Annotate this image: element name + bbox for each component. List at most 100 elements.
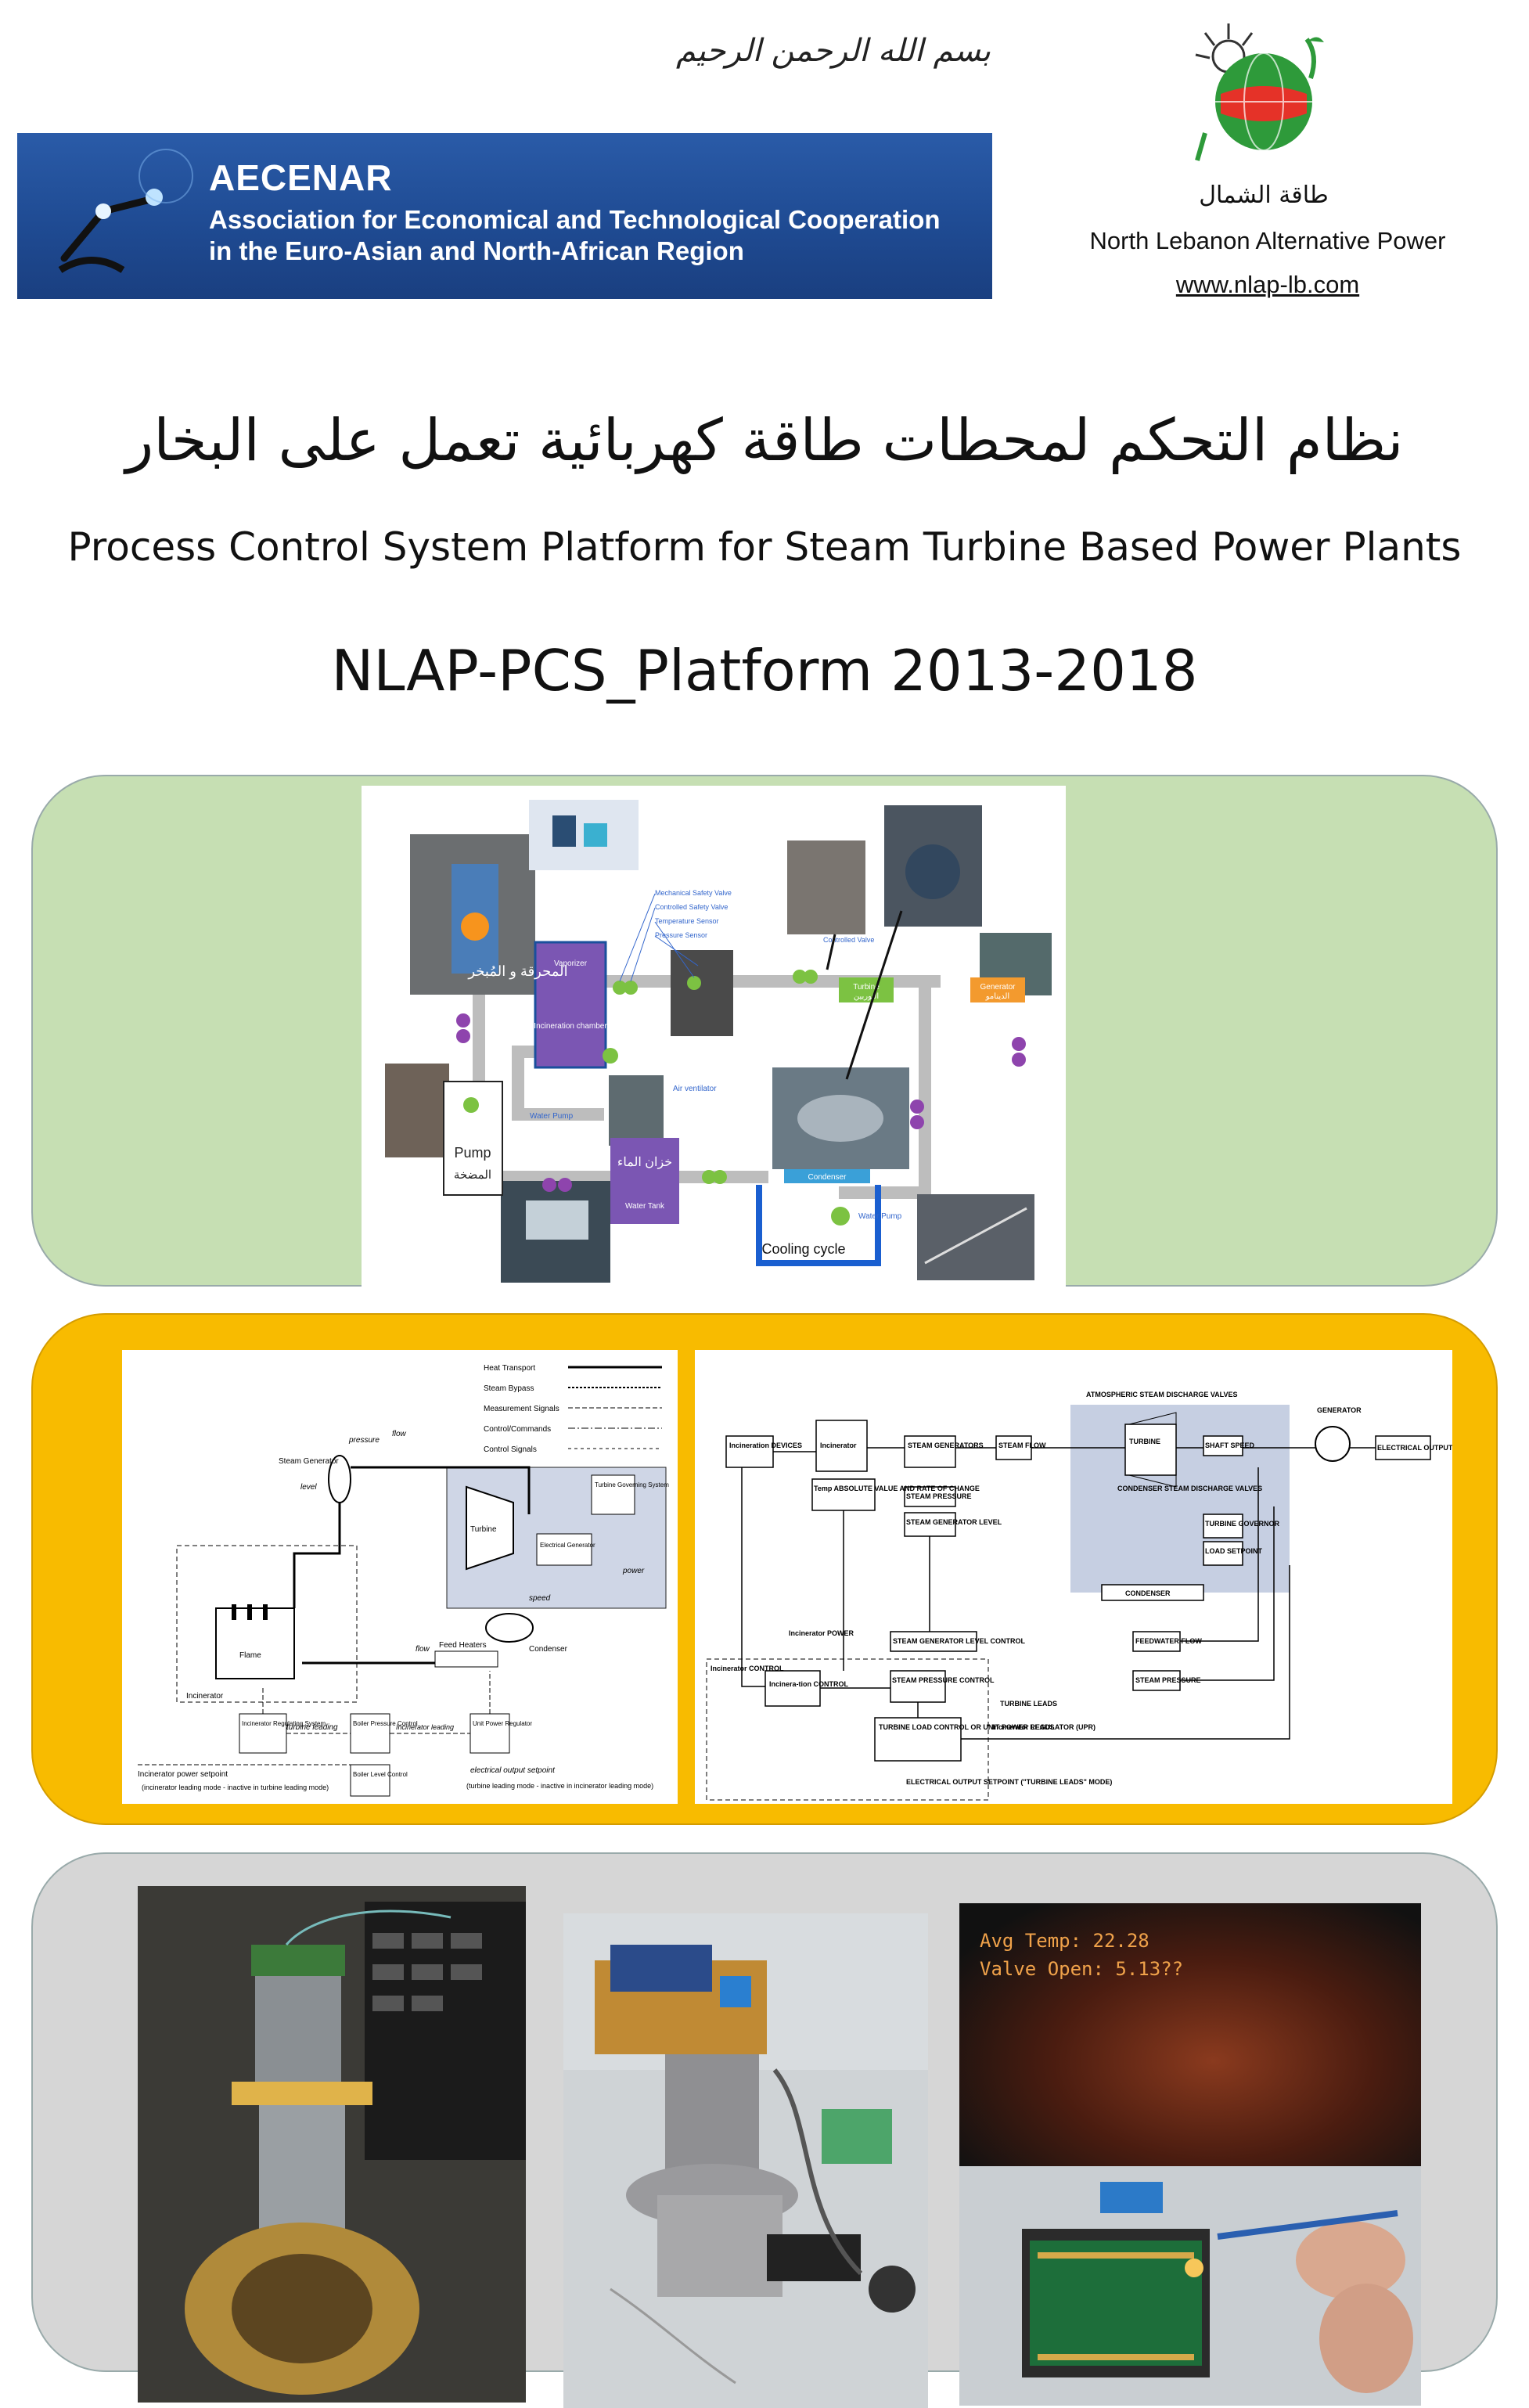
nlap-name: North Lebanon Alternative Power — [1089, 227, 1446, 254]
svg-text:Feed Heaters: Feed Heaters — [439, 1641, 487, 1650]
svg-text:Incinerator: Incinerator — [186, 1692, 224, 1701]
svg-text:Turbine Governing System: Turbine Governing System — [595, 1481, 669, 1488]
svg-text:STEAM FLOW: STEAM FLOW — [998, 1442, 1046, 1449]
svg-text:TURBINE LOAD CONTROL OR UNIT P: TURBINE LOAD CONTROL OR UNIT POWER REGUL… — [879, 1723, 1095, 1731]
svg-text:Vaporizer: Vaporizer — [554, 959, 588, 968]
svg-text:Heat Transport: Heat Transport — [484, 1364, 535, 1373]
title-english: Process Control System Platform for Stea… — [67, 524, 1462, 570]
steam-plant-schematic: Heat Transport Steam Bypass Measurement … — [122, 1350, 678, 1804]
svg-text:turbine leading: turbine leading — [286, 1723, 338, 1732]
svg-text:Electrical Generator: Electrical Generator — [540, 1542, 595, 1549]
lcd-valve-open: Valve Open: 5.13?? — [980, 1958, 1184, 1980]
svg-text:Boiler Level Control: Boiler Level Control — [353, 1771, 408, 1778]
svg-text:Incinera-tion CONTROL: Incinera-tion CONTROL — [769, 1680, 849, 1688]
globe-sun-icon — [1195, 23, 1324, 161]
control-block-diagram: Incineration DEVICES Incinerator STEAM G… — [695, 1350, 1452, 1804]
photo-valve-actuator — [138, 1886, 526, 2403]
sensor-callouts: Mechanical Safety Valve Controlled Safet… — [655, 889, 874, 944]
lcd-avg-temp: Avg Temp: 22.28 — [980, 1930, 1149, 1952]
schematic-legend: Heat Transport Steam Bypass Measurement … — [484, 1364, 662, 1454]
svg-text:Controlled Safety Valve: Controlled Safety Valve — [655, 903, 728, 911]
svg-text:Generator: Generator — [980, 983, 1016, 992]
svg-text:Temperature Sensor: Temperature Sensor — [655, 917, 719, 925]
svg-text:STEAM PRESSURE: STEAM PRESSURE — [906, 1492, 972, 1500]
svg-text:Unit Power Regulator: Unit Power Regulator — [473, 1720, 532, 1727]
svg-text:Flame: Flame — [239, 1651, 261, 1660]
svg-text:(incinerator leading mode - in: (incinerator leading mode - inactive in … — [142, 1784, 329, 1791]
nlap-url-link[interactable]: www.nlap-lb.com — [1175, 271, 1360, 298]
svg-text:flow: flow — [392, 1430, 407, 1438]
svg-text:Incinerator: Incinerator — [820, 1442, 857, 1449]
svg-text:STEAM PRESSURE: STEAM PRESSURE — [1135, 1676, 1201, 1684]
water-pump-marker — [831, 1207, 850, 1226]
svg-text:SHAFT SPEED: SHAFT SPEED — [1205, 1442, 1255, 1449]
svg-text:pressure: pressure — [348, 1436, 380, 1445]
svg-text:flow: flow — [416, 1645, 430, 1654]
photo-hand-soldering — [959, 2166, 1421, 2406]
svg-text:Incineration chamber: Incineration chamber — [534, 1022, 607, 1031]
svg-text:Incinerator Regulating System: Incinerator Regulating System — [242, 1720, 326, 1727]
pump-marker — [463, 1097, 479, 1113]
svg-text:Incinerator leading: Incinerator leading — [396, 1723, 454, 1731]
incineration-chamber-box — [534, 941, 607, 1069]
svg-text:المضخة: المضخة — [454, 1168, 491, 1182]
svg-text:خزان الماء: خزان الماء — [617, 1156, 672, 1169]
svg-text:Incineration DEVICES: Incineration DEVICES — [729, 1442, 802, 1449]
svg-text:Turbine: Turbine — [853, 983, 880, 992]
basmala: بسم الله الرحمن الرحيم — [675, 33, 991, 69]
svg-text:ATMOSPHERIC STEAM DISCHARGE VA: ATMOSPHERIC STEAM DISCHARGE VALVES — [1086, 1391, 1238, 1398]
svg-text:STEAM GENERATORS: STEAM GENERATORS — [908, 1442, 984, 1449]
svg-text:FEEDWATER FLOW: FEEDWATER FLOW — [1135, 1637, 1202, 1645]
svg-text:(turbine leading mode - inacti: (turbine leading mode - inactive in inci… — [466, 1782, 653, 1790]
svg-text:Mechanical Safety Valve: Mechanical Safety Valve — [655, 889, 732, 897]
title-arabic: نظام التحكم لمحطات طاقة كهربائية تعمل عل… — [125, 407, 1404, 474]
svg-text:electrical output setpoint: electrical output setpoint — [470, 1766, 556, 1775]
svg-text:GENERATOR: GENERATOR — [1317, 1406, 1362, 1414]
svg-text:ELECTRICAL OUTPUT: ELECTRICAL OUTPUT — [1377, 1444, 1452, 1452]
photo-sensor — [671, 950, 733, 1036]
svg-text:Water Pump: Water Pump — [858, 1212, 902, 1221]
svg-text:CONDENSER: CONDENSER — [1125, 1589, 1171, 1597]
condenser-box — [784, 1169, 870, 1183]
photo-valve-electronics — [563, 1913, 928, 2408]
svg-text:Boiler Pressure Control: Boiler Pressure Control — [353, 1720, 418, 1727]
svg-text:TURBINE: TURBINE — [1129, 1438, 1160, 1445]
svg-text:level: level — [300, 1483, 317, 1492]
svg-text:STEAM PRESSURE CONTROL: STEAM PRESSURE CONTROL — [892, 1676, 995, 1684]
svg-text:Turbine: Turbine — [470, 1525, 497, 1534]
svg-text:Water Tank: Water Tank — [625, 1202, 665, 1211]
svg-text:power: power — [622, 1567, 645, 1575]
svg-text:Controlled Valve: Controlled Valve — [823, 936, 874, 944]
svg-text:Condenser: Condenser — [529, 1645, 568, 1654]
aecenar-emblem-icon — [58, 149, 193, 273]
photo-pump — [385, 1064, 449, 1157]
svg-text:Incinerator power setpoint: Incinerator power setpoint — [138, 1770, 228, 1779]
cooling-cycle-loop — [756, 1185, 881, 1266]
svg-text:Temp ABSOLUTE VALUE AND RATE O: Temp ABSOLUTE VALUE AND RATE OF CHANGE — [814, 1485, 980, 1492]
svg-text:ELECTRICAL OUTPUT SETPOINT ("T: ELECTRICAL OUTPUT SETPOINT ("TURBINE LEA… — [906, 1778, 1112, 1786]
svg-text:CONDENSER STEAM DISCHARGE VALV: CONDENSER STEAM DISCHARGE VALVES — [1117, 1485, 1262, 1492]
photo-lcd-display: Avg Temp: 22.28 Valve Open: 5.13?? — [959, 1903, 1421, 2166]
aecenar-subtitle-line1: Association for Economical and Technolog… — [209, 205, 941, 234]
svg-text:STEAM GENERATOR LEVEL CONTROL: STEAM GENERATOR LEVEL CONTROL — [893, 1637, 1026, 1645]
svg-text:Control Signals: Control Signals — [484, 1445, 537, 1454]
svg-text:Condenser: Condenser — [808, 1173, 847, 1182]
nlap-arabic-name: طاقة الشمال — [1199, 182, 1329, 209]
svg-text:TURBINE GOVERNOR: TURBINE GOVERNOR — [1205, 1520, 1280, 1528]
svg-text:speed: speed — [529, 1594, 551, 1603]
aecenar-subtitle-line2: in the Euro-Asian and North-African Regi… — [209, 236, 744, 265]
svg-text:STEAM GENERATOR LEVEL: STEAM GENERATOR LEVEL — [906, 1518, 1002, 1526]
nlap-globe-logo — [1174, 16, 1346, 164]
water-tank-box — [610, 1138, 679, 1224]
photo-cooling — [917, 1194, 1034, 1280]
svg-text:التوربين: التوربين — [854, 992, 879, 1001]
svg-text:Steam Generator: Steam Generator — [279, 1457, 339, 1466]
svg-text:TURBINE LEADS: TURBINE LEADS — [1000, 1700, 1057, 1708]
svg-text:LOAD SETPOINT: LOAD SETPOINT — [1205, 1547, 1263, 1555]
photo-ventilator — [609, 1075, 664, 1146]
svg-text:Air ventilator: Air ventilator — [673, 1085, 717, 1093]
svg-text:الدينامو: الدينامو — [985, 992, 1009, 1001]
turbine-area-highlight — [1070, 1405, 1290, 1593]
photo-group — [385, 800, 1052, 1283]
svg-text:Incinerator LEADS: Incinerator LEADS — [992, 1723, 1055, 1731]
